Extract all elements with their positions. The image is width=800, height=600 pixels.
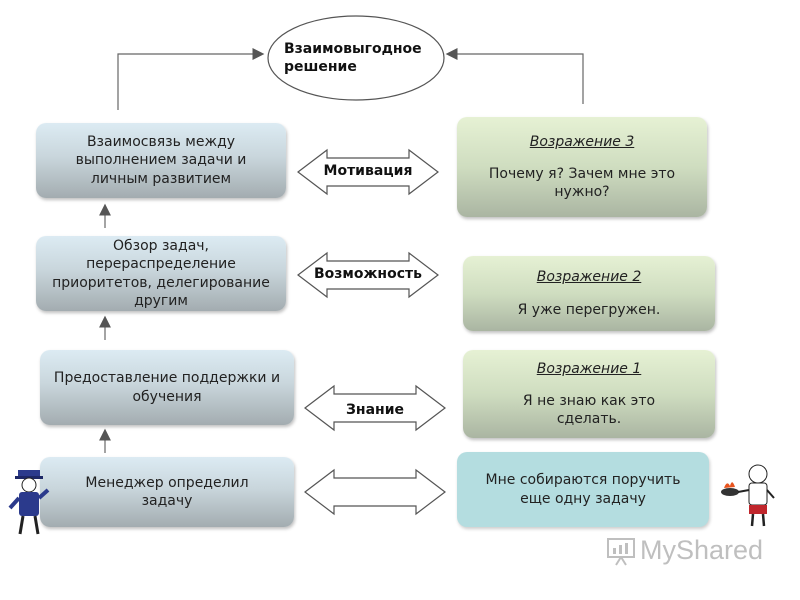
left-box-manager: Менеджер определил задачу	[40, 457, 294, 527]
logo-text: MyShared	[640, 535, 764, 565]
right-box-objection-1: Возражение 1 Я не знаю как это сделать.	[463, 350, 715, 438]
left-to-solution-line	[117, 48, 265, 110]
double-arrow-knowledge	[304, 384, 446, 432]
solution-text: Взаимовыгодное решение	[284, 40, 444, 76]
label-knowledge: Знание	[345, 402, 405, 418]
right-box-objection-2: Возражение 2 Я уже перегружен.	[463, 256, 715, 331]
objection-title: Возражение 1	[536, 360, 642, 377]
right-box-objection-3: Возражение 3 Почему я? Зачем мне это нуж…	[457, 117, 707, 217]
left-box-text: Предоставление поддержки и обучения	[53, 370, 281, 405]
label-motivation: Мотивация	[323, 163, 413, 179]
left-box-text: Менеджер определил задачу	[85, 474, 249, 509]
label-opportunity: Возможность	[314, 266, 422, 282]
new-task-text: Мне собираются поручить еще одну задачу	[485, 472, 681, 507]
presentation-icon	[607, 537, 635, 566]
objection-text: Я уже перегружен.	[517, 301, 661, 318]
double-arrow-opportunity	[297, 251, 439, 299]
policeman-icon	[8, 470, 50, 535]
solution-ellipse	[267, 15, 445, 101]
objection-text: Я не знаю как это сделать.	[522, 392, 656, 428]
chef-icon	[721, 464, 775, 527]
objection-title: Возражение 2	[536, 269, 642, 286]
left-box-text: Обзор задач, перераспределение приоритет…	[52, 238, 270, 309]
solution-line-2: решение	[284, 59, 357, 76]
left-box-review: Обзор задач, перераспределение приоритет…	[36, 236, 286, 311]
objection-text: Почему я? Зачем мне это нужно?	[488, 165, 676, 201]
right-box-new-task: Мне собираются поручить еще одну задачу	[457, 452, 709, 527]
left-box-text: Взаимосвязь между выполнением задачи и л…	[75, 134, 247, 187]
double-arrow-bottom	[304, 468, 446, 516]
objection-title: Возражение 3	[529, 133, 635, 150]
left-box-support: Предоставление поддержки и обучения	[40, 350, 294, 425]
right-to-solution-line	[445, 48, 584, 104]
solution-line-1: Взаимовыгодное	[284, 41, 422, 57]
double-arrow-motivation	[297, 148, 439, 196]
myshared-logo: MyShared	[606, 535, 763, 566]
left-box-relationship: Взаимосвязь между выполнением задачи и л…	[36, 123, 286, 198]
